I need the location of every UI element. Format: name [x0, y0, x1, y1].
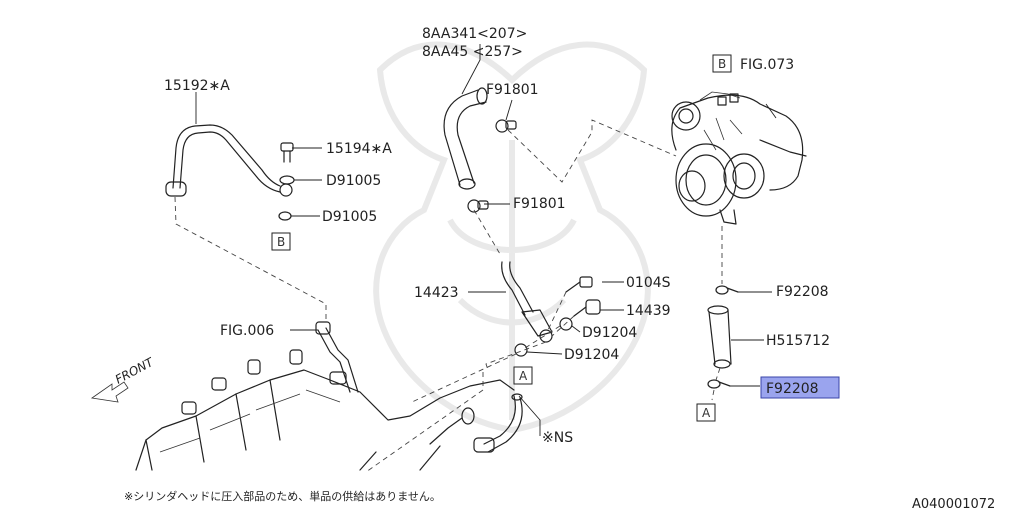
ref-box-b-top[interactable]: [712, 54, 732, 73]
label-d91204-a[interactable]: D91204: [582, 325, 637, 341]
leader-lines: [195, 44, 777, 436]
label-d91005-b[interactable]: D91005: [322, 209, 377, 225]
ref-box-a-right[interactable]: [696, 403, 716, 422]
hose-h515712[interactable]: [707, 305, 732, 369]
label-0104s[interactable]: 0104S: [626, 275, 671, 291]
ref-box-b-left[interactable]: [271, 232, 291, 251]
union-bolt-14439[interactable]: [573, 299, 601, 317]
footnote: ※シリンダヘッドに圧入部品のため、単品の供給はありません。: [124, 489, 441, 503]
label-14439[interactable]: 14439: [626, 303, 671, 319]
label-8aa45[interactable]: 8AA45 <257>: [422, 44, 523, 60]
label-f91801-top[interactable]: F91801: [486, 82, 539, 98]
ref-a-right[interactable]: A: [702, 406, 711, 420]
clamp-f91801-mid[interactable]: [467, 199, 489, 213]
label-h515712[interactable]: H515712: [766, 333, 830, 349]
ref-b-top[interactable]: B: [718, 57, 726, 71]
clamp-f91801-top[interactable]: [495, 119, 517, 133]
rubber-hose-8aa[interactable]: [443, 87, 488, 190]
selected-part-highlight[interactable]: [760, 376, 840, 399]
label-front: FRONT: [113, 354, 157, 386]
cylinder-head[interactable]: [135, 321, 515, 471]
clamp-f92208-bottom[interactable]: [707, 379, 731, 389]
lower-hose-ns[interactable]: [461, 393, 523, 453]
ref-b-left[interactable]: B: [277, 235, 285, 249]
bolt-0104s[interactable]: [565, 276, 593, 293]
callout-labels: 8AA341<207> 8AA45 <257> B FIG.073 F91801…: [113, 26, 996, 512]
front-arrow-icon: [90, 381, 129, 403]
label-fig073[interactable]: FIG.073: [740, 57, 794, 73]
oil-pipe-15192[interactable]: [165, 124, 293, 197]
label-d91005-a[interactable]: D91005: [326, 173, 381, 189]
label-d91204-b[interactable]: D91204: [564, 347, 619, 363]
assembly-lines: [174, 119, 723, 473]
turbocharger[interactable]: [671, 91, 807, 225]
label-f92208-top[interactable]: F92208: [776, 284, 829, 300]
label-f91801-mid[interactable]: F91801: [513, 196, 566, 212]
ref-box-a-mid[interactable]: [513, 366, 533, 385]
drawing-code: A040001072: [912, 497, 995, 512]
washer-d91005-a[interactable]: [279, 175, 295, 185]
washer-d91204-b[interactable]: [514, 343, 528, 357]
ref-a-mid[interactable]: A: [519, 369, 528, 383]
label-14423[interactable]: 14423: [414, 285, 459, 301]
label-ns[interactable]: ※NS: [542, 430, 573, 446]
label-15194[interactable]: 15194∗A: [326, 141, 392, 157]
label-8aa341[interactable]: 8AA341<207>: [422, 26, 527, 42]
watermark-emblem: [373, 41, 651, 434]
washer-d91005-b[interactable]: [278, 211, 292, 221]
label-f92208-selected[interactable]: F92208: [766, 381, 819, 397]
label-15192[interactable]: 15192∗A: [164, 78, 230, 94]
label-fig006[interactable]: FIG.006: [220, 323, 274, 339]
washer-d91204-a[interactable]: [559, 317, 573, 331]
clamp-f92208-top[interactable]: [715, 285, 739, 295]
bolt-15194[interactable]: [280, 142, 294, 163]
